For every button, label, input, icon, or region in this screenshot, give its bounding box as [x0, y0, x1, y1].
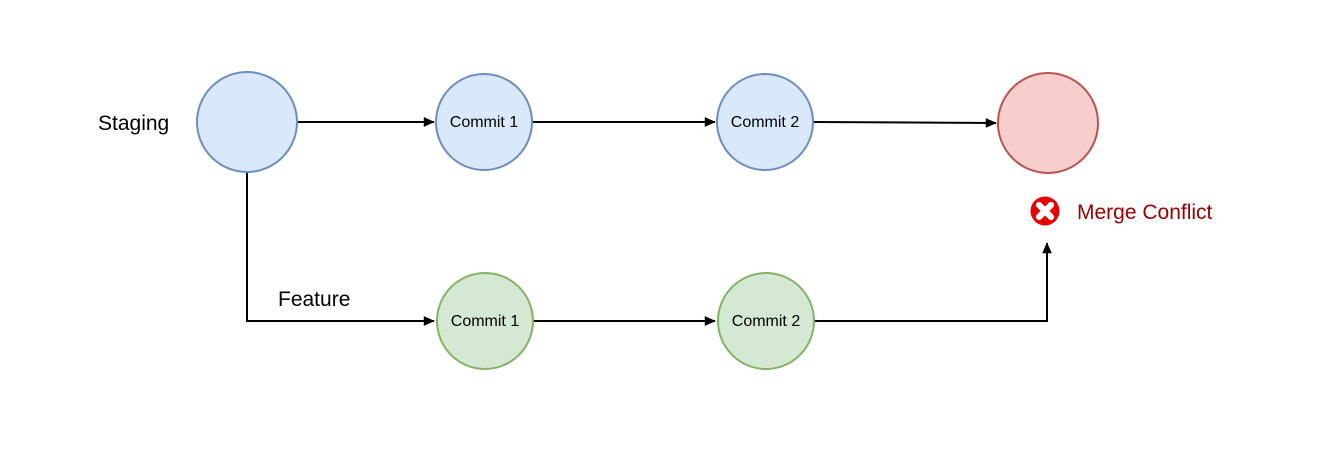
staging-commit2-label: Commit 2: [731, 114, 800, 131]
staging-commit1-node: [435, 73, 533, 171]
feature-commit2-node: [717, 272, 815, 370]
edge-staging-commit2-to-merge-node: [812, 118, 997, 128]
staging-commit1-label: Commit 1: [450, 114, 519, 131]
feature-commit2-label: Commit 2: [732, 313, 801, 330]
feature-branch-label: Feature: [278, 288, 350, 311]
staging-commit2-node: [716, 73, 814, 171]
staging-branch-label: Staging: [98, 112, 169, 135]
feature-commit1-node: [436, 272, 534, 370]
staging-start-node: [196, 71, 298, 173]
error-icon-cross: [1035, 201, 1055, 221]
edge-feature-commit2-to-merge-conflict: [814, 242, 1052, 322]
feature-commit1-label: Commit 1: [451, 313, 520, 330]
merge-target-node: [997, 72, 1099, 174]
error-icon: [1030, 196, 1060, 226]
merge-conflict-label: Merge Conflict: [1077, 201, 1213, 224]
edge-start-to-feature-commit1: [246, 172, 435, 326]
